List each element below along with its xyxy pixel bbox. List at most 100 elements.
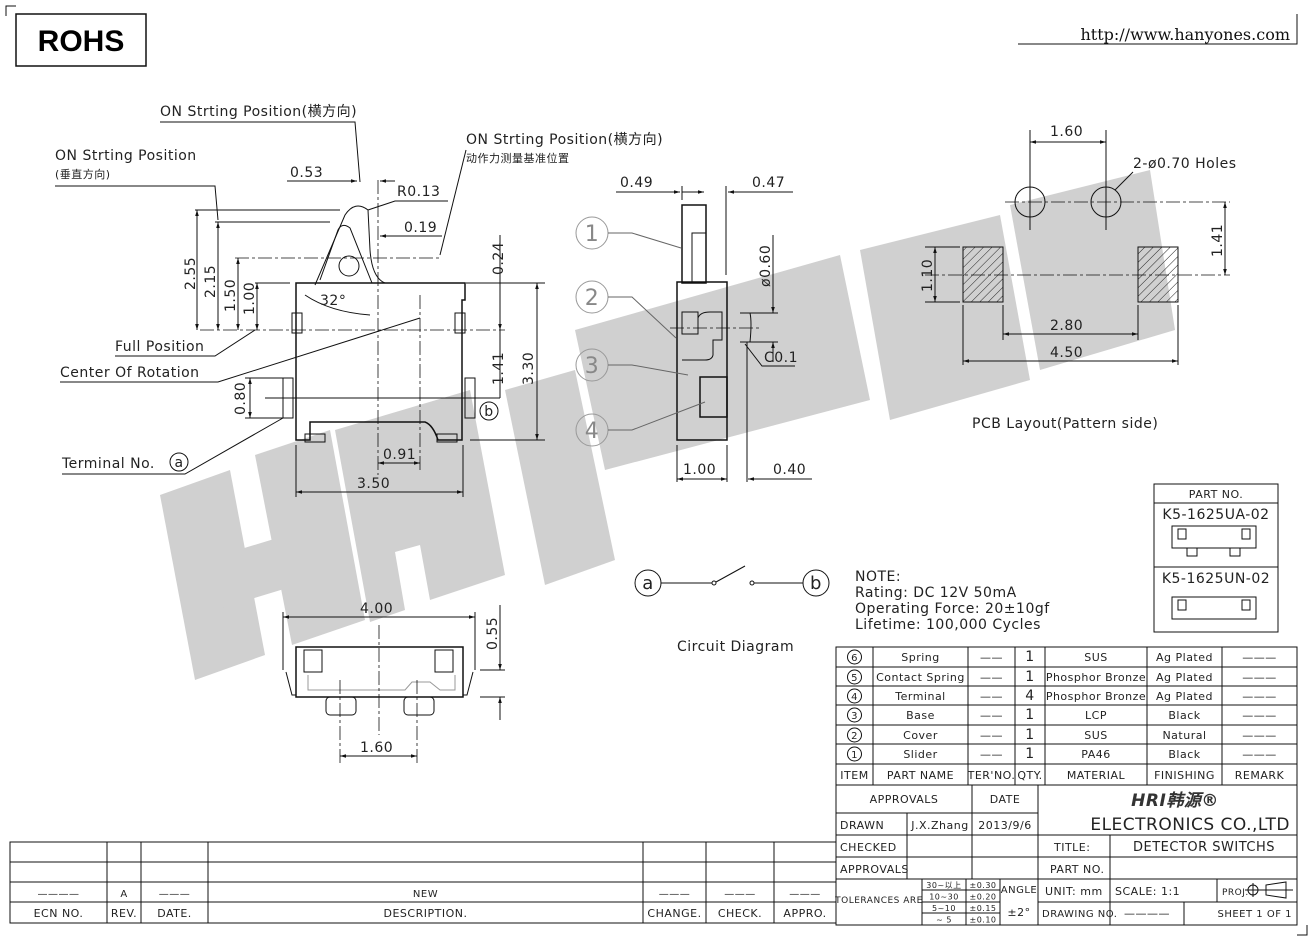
- tolerance-value: ±0.10: [969, 916, 996, 925]
- svg-text:3: 3: [585, 354, 600, 379]
- bom-header-ter: TER'NO.: [967, 769, 1016, 782]
- bom-cell-item: 6: [851, 653, 858, 664]
- revision-cell-check: ———: [724, 889, 756, 900]
- revision-cell-date: ———: [159, 889, 191, 900]
- circuit-terminal-b: b: [810, 573, 822, 594]
- note-lifetime: Lifetime: 100,000 Cycles: [855, 617, 1041, 633]
- pcb-layout-title: PCB Layout(Pattern side): [972, 416, 1158, 432]
- revision-header-ecn: ECN NO.: [34, 907, 84, 920]
- label-on-pos-horizontal: ON Strting Position(横方向): [160, 104, 357, 120]
- bottom-view: 4.00 0.55 1.60: [282, 601, 505, 765]
- bom-cell-ter: ——: [980, 690, 1003, 703]
- bom-cell-item: 1: [851, 750, 858, 761]
- unit: UNIT: mm: [1045, 885, 1103, 898]
- bom-cell-qty: 1: [1025, 669, 1034, 685]
- revision-row: ————A———NEW—————————: [38, 889, 821, 900]
- dim-phi-0-60: ø0.60: [758, 245, 774, 287]
- bom-header-name: PART NAME: [887, 769, 954, 782]
- tolerance-range: ~ 5: [936, 916, 952, 925]
- bom-cell-item: 4: [851, 692, 858, 703]
- dim-1-00: 1.00: [242, 282, 258, 315]
- part-no-label: PART NO.: [1050, 863, 1104, 876]
- projection-label: PROJ.: [1222, 888, 1249, 898]
- revision-header-appro: APPRO.: [783, 907, 826, 920]
- tolerance-value: ±0.30: [969, 881, 996, 890]
- circuit-title: Circuit Diagram: [677, 639, 794, 655]
- dim-1-60-bottom: 1.60: [360, 740, 393, 756]
- bom-cell-ter: ——: [980, 671, 1003, 684]
- bom-cell-material: LCP: [1085, 709, 1107, 722]
- revision-table: ————A———NEW—————————ECN NO.REV.DATE.DESC…: [9, 841, 837, 924]
- terminal-b-marker: [479, 401, 499, 421]
- label-center-rotation: Center Of Rotation: [60, 365, 200, 381]
- bom-cell-name: Spring: [901, 651, 940, 664]
- label-on-pos-force: ON Strting Position(横方向): [466, 132, 663, 148]
- tolerance-value: ±0.15: [969, 904, 996, 913]
- drawn-label: DRAWN: [840, 819, 884, 832]
- terminal-a-marker: [169, 452, 189, 472]
- label-on-pos-vertical-cn: (垂直方向): [55, 167, 111, 181]
- revision-header-description: DESCRIPTION.: [384, 907, 468, 920]
- label-terminal-no: Terminal No.: [61, 456, 155, 472]
- bom-cell-finishing: Ag Plated: [1156, 651, 1213, 664]
- notes: NOTE: Rating: DC 12V 50mA Operating Forc…: [855, 569, 1050, 633]
- bom-cell-finishing: Black: [1168, 709, 1200, 722]
- bom-cell-material: Phosphor Bronze: [1046, 671, 1146, 684]
- circuit-diagram: a b Circuit Diagram: [634, 565, 830, 655]
- company-name: ELECTRONICS CO.,LTD: [1090, 815, 1290, 835]
- balloon-2: 2: [575, 280, 677, 339]
- tolerance-value: ±0.20: [969, 893, 996, 902]
- dim-2-15: 2.15: [203, 265, 219, 298]
- dim-0-47: 0.47: [752, 175, 785, 191]
- item-balloon: [847, 649, 862, 665]
- angle-label: ANGLE: [1001, 885, 1037, 896]
- bom-cell-finishing: Ag Plated: [1156, 671, 1213, 684]
- drawn-date: 2013/9/6: [978, 819, 1031, 832]
- bom-cell-remark: ———: [1242, 651, 1277, 664]
- dim-4-50: 4.50: [1050, 345, 1083, 361]
- bom-cell-qty: 1: [1025, 707, 1034, 723]
- projection-cone-icon: [1245, 881, 1293, 899]
- bom-cell-ter: ——: [980, 729, 1003, 742]
- dim-0-19: 0.19: [404, 220, 437, 236]
- side-view: 0.49 0.47 ø0.60 C0.1 1.00 0.40 1 2 3 4: [575, 175, 812, 482]
- revision-header-date: DATE.: [157, 907, 192, 920]
- item-balloon: [847, 727, 862, 743]
- revision-cell-ecn: ————: [38, 889, 80, 900]
- dim-1-50: 1.50: [223, 279, 239, 312]
- note-rating: Rating: DC 12V 50mA: [855, 585, 1017, 601]
- front-view: ON Strting Position(横方向) ON Strting Posi…: [55, 104, 663, 497]
- angle-tolerance: ±2°: [1007, 906, 1030, 919]
- dim-2-80: 2.80: [1050, 318, 1083, 334]
- dim-0-53: 0.53: [290, 165, 323, 181]
- bom-cell-finishing: Black: [1168, 748, 1200, 761]
- checked-label: CHECKED: [840, 841, 897, 854]
- circuit-terminal-a: a: [642, 573, 654, 594]
- bom-cell-remark: ———: [1242, 690, 1277, 703]
- website-url[interactable]: http://www.hanyones.com: [1080, 25, 1290, 44]
- dim-0-80: 0.80: [233, 382, 249, 415]
- bom-header-qty: QTY.: [1017, 769, 1042, 782]
- dim-0-40: 0.40: [773, 462, 806, 478]
- bom-cell-name: Cover: [903, 729, 938, 742]
- bom-cell-qty: 1: [1025, 727, 1034, 743]
- rohs-box: [15, 13, 147, 67]
- label-full-position: Full Position: [115, 339, 204, 355]
- dim-4-00: 4.00: [360, 601, 393, 617]
- dim-3-30: 3.30: [521, 352, 537, 385]
- note-heading: NOTE:: [855, 569, 901, 585]
- dim-r0-13: R0.13: [397, 184, 440, 200]
- bom-cell-qty: 1: [1025, 746, 1034, 762]
- bom-cell-item: 5: [851, 673, 858, 684]
- dim-0-24: 0.24: [491, 242, 507, 275]
- label-on-pos-vertical: ON Strting Position: [55, 148, 197, 164]
- bom-cell-material: SUS: [1084, 651, 1108, 664]
- svg-text:1: 1: [585, 222, 600, 247]
- dim-3-50: 3.50: [357, 476, 390, 492]
- dim-1-41: 1.41: [491, 352, 507, 385]
- dim-c0-1: C0.1: [764, 350, 798, 366]
